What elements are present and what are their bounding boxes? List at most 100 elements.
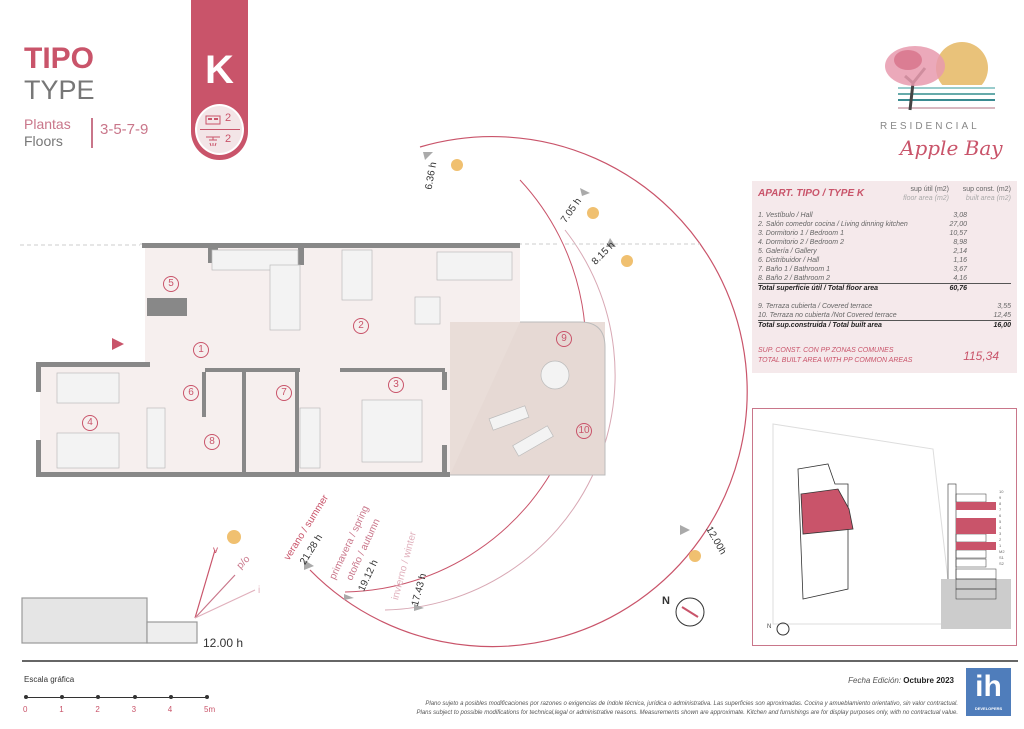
room-3: 3	[388, 377, 404, 393]
label-i: i	[258, 585, 261, 596]
scale-tick-label: 4	[167, 705, 173, 714]
common-value: 115,34	[963, 349, 999, 363]
table-title: APART. TIPO / TYPE K	[758, 188, 865, 199]
col-built-en: built area (m2)	[965, 195, 1011, 202]
level-label: 9	[999, 495, 1002, 500]
room-4: 4	[82, 415, 98, 431]
logo-apple-bay: Apple Bay	[900, 136, 1003, 160]
room-7: 7	[276, 385, 292, 401]
type-letter: K	[205, 48, 234, 92]
bedrooms-count: 2	[225, 112, 232, 124]
north-label: N	[662, 595, 670, 607]
room-area: 4,16	[953, 275, 967, 282]
section-floors	[955, 493, 997, 600]
bed-icon	[205, 113, 221, 131]
terrace-area: 12,45	[993, 312, 1011, 319]
col-useful-en: floor area (m2)	[903, 195, 949, 202]
scale-tick-label: 3	[131, 705, 137, 714]
room-5: 5	[163, 276, 179, 292]
footer-divider	[22, 660, 1018, 662]
rooms-badge: 2 2	[195, 104, 244, 155]
plantas-label: Plantas	[24, 116, 71, 132]
room-row: 3. Dormitorio 1 / Bedroom 1 10,57	[758, 229, 1011, 238]
level-label: 5	[999, 519, 1002, 524]
date-label: Fecha Edición:	[848, 676, 902, 685]
room-10: 10	[576, 423, 592, 439]
level-label: 6	[999, 513, 1002, 518]
room-8: 8	[204, 434, 220, 450]
room-6: 6	[183, 385, 199, 401]
logo-graphic	[880, 38, 1000, 125]
scale-tick-label: 2	[95, 705, 100, 714]
level-label: S1	[999, 555, 1004, 560]
terrace-area: 3,55	[997, 303, 1011, 310]
level-label: 3	[999, 531, 1002, 536]
level-label: 1	[999, 543, 1002, 548]
scale-tick	[60, 695, 65, 699]
disclaimer: Plano sujeto a posibles modificaciones p…	[416, 700, 958, 718]
room-label: 4. Dormitorio 2 / Bedroom 2	[758, 239, 844, 246]
room-label: 2. Salón comedor cocina / Living dinning…	[758, 221, 908, 228]
total-built-value: 16,00	[993, 322, 1011, 329]
scale-bar	[26, 697, 207, 698]
level-label: 2	[999, 537, 1002, 542]
scale-tick	[132, 695, 137, 699]
divider	[91, 118, 93, 148]
room-area: 27,00	[949, 221, 967, 228]
brand-sub: DEVELOPERS	[974, 706, 1003, 711]
col-built: sup const. (m2)	[962, 186, 1011, 193]
minimap-north: N	[767, 624, 772, 630]
room-2: 2	[353, 318, 369, 334]
compass	[675, 597, 705, 627]
disclaimer-en: Plans subject to possible modifications …	[416, 710, 958, 716]
room-area: 2,14	[953, 248, 967, 255]
room-area: 3,67	[953, 266, 967, 273]
floors-label: Floors	[24, 133, 63, 149]
scale-title: Escala gráfica	[24, 675, 75, 684]
total-floor-label: Total superficie útil / Total floor area	[758, 285, 879, 292]
floor-numbers: 3-5-7-9	[100, 121, 149, 138]
scale-tick	[24, 695, 28, 699]
label-v: v	[213, 545, 218, 556]
terrace-label: 10. Terraza no cubierta /Not Covered ter…	[758, 312, 897, 319]
title-type: TYPE	[24, 75, 95, 105]
logo-residencial: RESIDENCIAL	[880, 121, 980, 132]
badge-divider	[200, 129, 240, 130]
common-es: SUP. CONST. CON PP ZONAS COMUNES	[758, 347, 894, 354]
level-label: M2	[999, 549, 1005, 554]
disclaimer-es: Plano sujeto a posibles modificaciones p…	[425, 701, 958, 707]
room-label: 3. Dormitorio 1 / Bedroom 1	[758, 230, 844, 237]
terrace-row: 10. Terraza no cubierta /Not Covered ter…	[758, 311, 1011, 320]
room-area: 3,08	[953, 212, 967, 219]
room-row: 2. Salón comedor cocina / Living dinning…	[758, 220, 1011, 229]
level-label: 4	[999, 525, 1002, 530]
total-floor-value: 60,76	[949, 285, 967, 292]
room-9: 9	[556, 331, 572, 347]
total-floor-row: Total superficie útil / Total floor area…	[758, 283, 1011, 293]
room-label: 6. Distribuidor / Hall	[758, 257, 820, 264]
scale-tick-label: 1	[59, 705, 64, 714]
scale-tick-label: 5m	[204, 705, 216, 714]
bathrooms-count: 2	[225, 133, 232, 145]
level-label: S2	[999, 561, 1004, 566]
level-label: 7	[999, 507, 1002, 512]
noon-label: 12.00 h	[203, 636, 244, 650]
room-row: 6. Distribuidor / Hall 1,16	[758, 256, 1011, 265]
terrace-label: 9. Terraza cubierta / Covered terrace	[758, 303, 873, 310]
room-area: 1,16	[953, 257, 967, 264]
sun-angle-diagram	[21, 549, 256, 644]
room-area: 10,57	[949, 230, 967, 237]
title-tipo: TIPO	[24, 42, 95, 75]
sun-markers	[304, 152, 690, 611]
brand-mark: ih	[975, 670, 1002, 703]
room-1: 1	[193, 342, 209, 358]
scale-tick	[96, 695, 101, 699]
shower-icon	[205, 134, 221, 152]
